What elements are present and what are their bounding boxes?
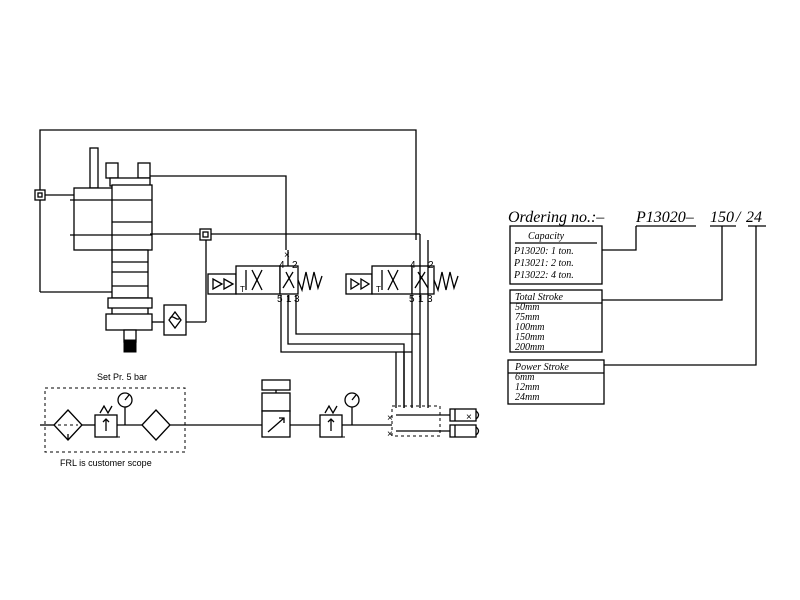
regulator-2 bbox=[319, 392, 392, 438]
ordering-code: Ordering no.:– P13020– 150 / 24 Capacity… bbox=[507, 209, 766, 405]
ordering-model: P13020– bbox=[635, 209, 695, 226]
capacity-item: P13022: 4 ton. bbox=[513, 270, 574, 281]
power-item: 6mm bbox=[515, 372, 534, 383]
cylinder-feedback-lines bbox=[34, 129, 420, 336]
power-item: 24mm bbox=[515, 392, 539, 403]
booster-cylinder bbox=[70, 147, 153, 353]
power-stroke-title: Power Stroke bbox=[514, 362, 569, 373]
port-4-left: 4 bbox=[279, 260, 285, 271]
stroke-item: 200mm bbox=[515, 342, 544, 353]
valve-left: T 4 2 5 1 3 × bbox=[207, 250, 323, 305]
frl-unit: Set Pr. 5 bar FRL is customer scope bbox=[40, 372, 262, 468]
port-4-right: 4 bbox=[410, 260, 416, 271]
shutoff-valve bbox=[261, 379, 320, 438]
ordering-power-code: 24 bbox=[746, 209, 762, 226]
svg-text:×: × bbox=[387, 413, 393, 424]
port-5-left: 5 bbox=[277, 294, 283, 305]
capacity-box bbox=[509, 225, 603, 285]
port-3-left: 3 bbox=[294, 294, 300, 305]
ordering-slash: / bbox=[735, 209, 742, 226]
stroke-item: 100mm bbox=[515, 322, 544, 333]
svg-text:T: T bbox=[240, 285, 245, 294]
power-stroke-box bbox=[507, 359, 605, 405]
ordering-stroke-code: 150 bbox=[710, 209, 734, 226]
silencer-filter bbox=[163, 304, 187, 336]
stroke-item: 50mm bbox=[515, 302, 539, 313]
port-2-right: 2 bbox=[428, 260, 434, 271]
capacity-title: Capacity bbox=[528, 231, 565, 242]
port-3-right: 3 bbox=[427, 294, 433, 305]
port-2-left: 2 bbox=[292, 260, 298, 271]
capacity-item: P13020: 1 ton. bbox=[513, 246, 574, 257]
stroke-item: 75mm bbox=[515, 312, 539, 323]
capacity-item: P13021: 2 ton. bbox=[513, 258, 574, 269]
total-stroke-box bbox=[509, 289, 603, 353]
port-1-left: 1 bbox=[286, 294, 292, 305]
valve-right: T 4 2 5 1 3 bbox=[345, 260, 459, 305]
set-pressure-label: Set Pr. 5 bar bbox=[97, 372, 147, 382]
stroke-item: 150mm bbox=[515, 332, 544, 343]
push-button-upper bbox=[449, 408, 477, 422]
power-item: 12mm bbox=[515, 382, 539, 393]
port-1-right: 1 bbox=[418, 294, 424, 305]
manifold-push-buttons: × × × bbox=[387, 405, 480, 440]
ordering-prefix: Ordering no.:– bbox=[508, 209, 605, 226]
svg-text:×: × bbox=[466, 412, 472, 423]
svg-text:×: × bbox=[284, 250, 290, 261]
push-button-lower bbox=[449, 424, 477, 438]
svg-text:×: × bbox=[387, 429, 393, 440]
total-stroke-title: Total Stroke bbox=[515, 292, 563, 303]
svg-text:T: T bbox=[376, 285, 381, 294]
valve-piping bbox=[280, 234, 429, 408]
frl-scope-note: FRL is customer scope bbox=[60, 458, 152, 468]
